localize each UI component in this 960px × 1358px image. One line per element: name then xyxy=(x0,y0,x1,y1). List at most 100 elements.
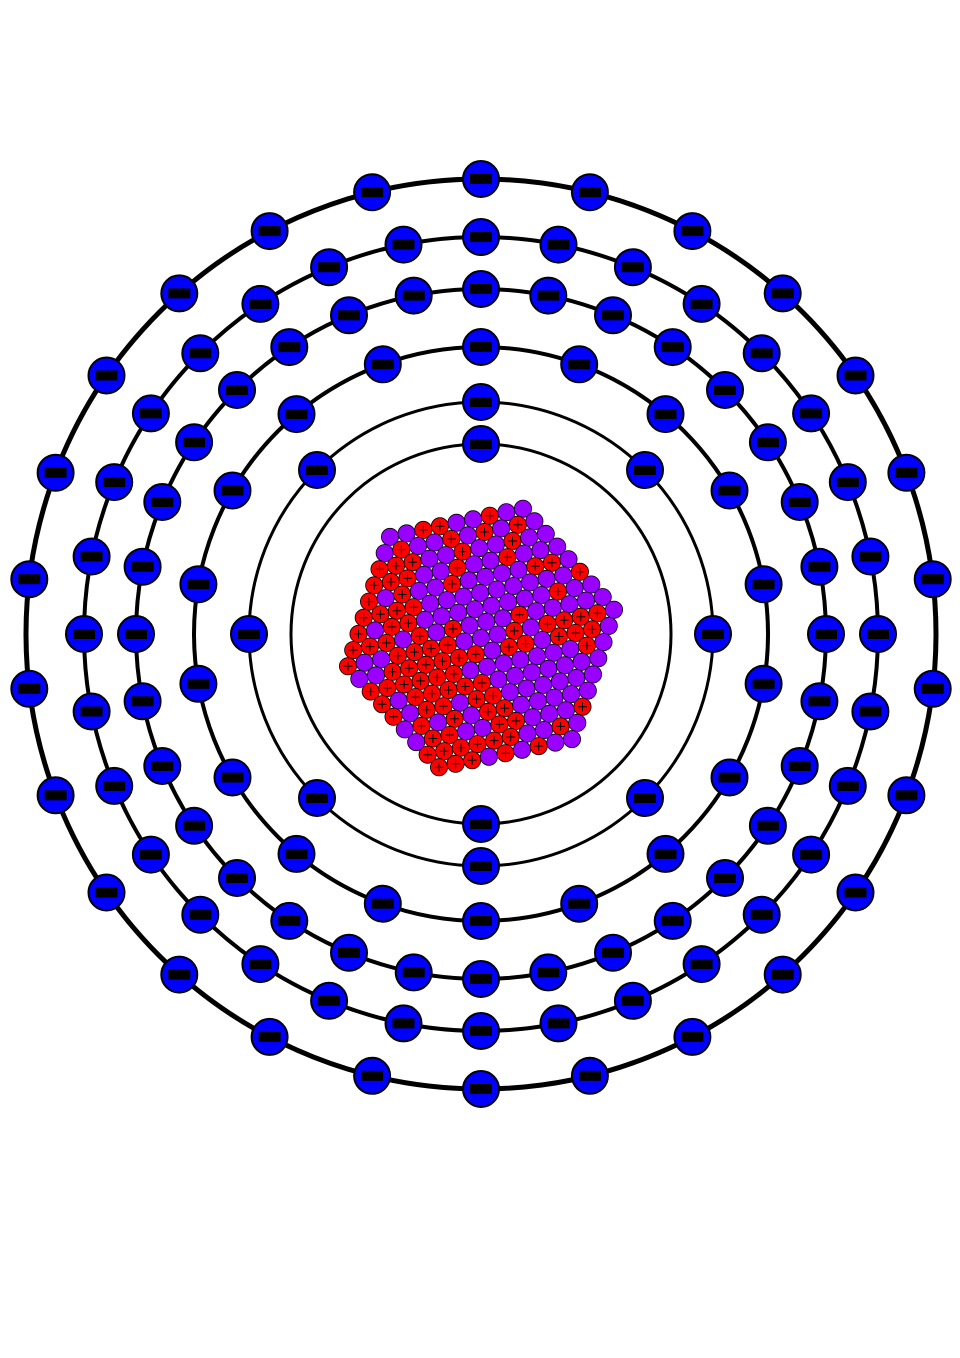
minus-sign-icon xyxy=(278,342,301,353)
proton xyxy=(412,716,431,735)
electron xyxy=(780,747,819,785)
electron xyxy=(131,394,170,433)
minus-sign-icon xyxy=(690,959,713,970)
minus-sign-icon xyxy=(750,909,773,920)
neutron xyxy=(605,600,624,619)
electron xyxy=(179,664,218,703)
electron xyxy=(462,218,500,256)
electron xyxy=(218,371,256,409)
minus-sign-icon xyxy=(402,290,425,301)
electron xyxy=(673,1017,712,1056)
electron xyxy=(529,276,568,315)
minus-sign-icon xyxy=(714,873,736,883)
electron xyxy=(851,537,890,576)
minus-sign-icon xyxy=(470,439,492,449)
proton xyxy=(378,679,397,698)
minus-sign-icon xyxy=(661,342,684,353)
proton xyxy=(403,553,422,572)
electron xyxy=(748,423,787,462)
electron xyxy=(87,356,126,395)
proton xyxy=(495,699,514,718)
electron xyxy=(800,547,839,586)
proton xyxy=(498,548,517,567)
electron xyxy=(10,560,49,599)
neutron xyxy=(578,681,597,700)
minus-sign-icon xyxy=(578,1070,601,1081)
minus-sign-icon xyxy=(470,974,492,984)
proton xyxy=(442,530,461,549)
minus-sign-icon xyxy=(681,1031,704,1042)
minus-sign-icon xyxy=(80,706,103,717)
minus-sign-icon xyxy=(18,683,41,694)
minus-sign-icon xyxy=(621,995,644,1006)
electron xyxy=(95,766,134,805)
electron xyxy=(694,615,732,653)
proton xyxy=(360,637,379,656)
proton xyxy=(417,700,436,719)
neutron xyxy=(582,575,601,594)
electron xyxy=(363,884,402,923)
electron xyxy=(175,423,214,462)
electron xyxy=(673,212,712,251)
electron xyxy=(36,776,75,815)
minus-sign-icon xyxy=(661,915,684,926)
electron xyxy=(913,669,952,708)
electron xyxy=(270,901,309,940)
electron xyxy=(277,395,316,434)
electron xyxy=(462,902,500,940)
electron xyxy=(143,483,182,521)
electron xyxy=(828,463,867,502)
minus-sign-icon xyxy=(18,574,41,585)
minus-sign-icon xyxy=(808,561,831,572)
electron xyxy=(394,953,433,992)
minus-sign-icon xyxy=(470,861,492,871)
neutron xyxy=(584,665,603,684)
minus-sign-icon xyxy=(226,873,248,883)
proton xyxy=(472,674,491,693)
neutron xyxy=(589,649,608,668)
proton xyxy=(529,737,548,756)
minus-sign-icon xyxy=(714,385,736,395)
electron xyxy=(613,248,652,287)
neutron xyxy=(599,616,618,635)
electron xyxy=(330,933,368,972)
proton xyxy=(371,605,390,624)
minus-sign-icon xyxy=(139,408,162,419)
electron xyxy=(384,1004,423,1043)
electron xyxy=(744,565,783,604)
minus-sign-icon xyxy=(602,947,624,958)
electron xyxy=(682,945,721,984)
neutron xyxy=(568,713,587,732)
proton xyxy=(387,556,406,575)
proton xyxy=(450,648,469,667)
proton xyxy=(485,731,504,750)
minus-sign-icon xyxy=(221,485,244,496)
proton xyxy=(443,619,462,638)
electron xyxy=(250,1017,289,1056)
electron xyxy=(230,615,268,653)
electron xyxy=(72,537,111,576)
electron xyxy=(706,859,744,897)
electron xyxy=(780,483,819,521)
minus-sign-icon xyxy=(568,898,591,909)
minus-sign-icon xyxy=(690,298,713,309)
electron xyxy=(710,471,749,510)
minus-sign-icon xyxy=(168,969,191,980)
electron xyxy=(828,766,867,805)
neutron xyxy=(525,512,544,531)
minus-sign-icon xyxy=(371,898,394,909)
minus-sign-icon xyxy=(859,706,882,717)
minus-sign-icon xyxy=(306,793,328,803)
minus-sign-icon xyxy=(921,683,944,694)
electron xyxy=(10,669,49,708)
proton xyxy=(349,624,368,643)
electron xyxy=(95,463,134,502)
minus-sign-icon xyxy=(338,947,360,958)
electron xyxy=(653,901,692,940)
electron xyxy=(851,692,890,731)
minus-sign-icon xyxy=(470,397,492,407)
minus-sign-icon xyxy=(788,497,811,507)
electron xyxy=(353,173,392,212)
electron xyxy=(241,284,280,323)
electron xyxy=(36,453,75,492)
